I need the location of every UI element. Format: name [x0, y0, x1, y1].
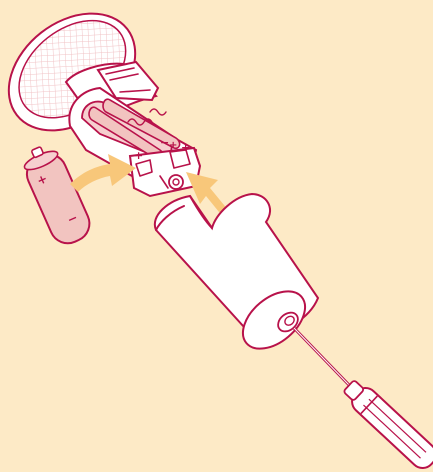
holder-minus-mid: −: [160, 136, 169, 149]
holder-plus-right: +: [181, 141, 190, 154]
loose-battery: + −: [23, 146, 91, 245]
cylinder-cover: [153, 192, 320, 350]
screwdriver-ferrule: [343, 380, 365, 401]
battery-nub: [31, 146, 44, 159]
installed-battery-2: [102, 98, 181, 150]
holder-plus-left: +: [134, 149, 143, 162]
cover-end-cap: [242, 290, 306, 350]
insert-battery-arrow: [70, 154, 136, 192]
holder-plus-upper: +: [169, 140, 177, 151]
screwdriver-icon: [292, 326, 433, 470]
battery-compartment: + − + +: [68, 86, 202, 198]
